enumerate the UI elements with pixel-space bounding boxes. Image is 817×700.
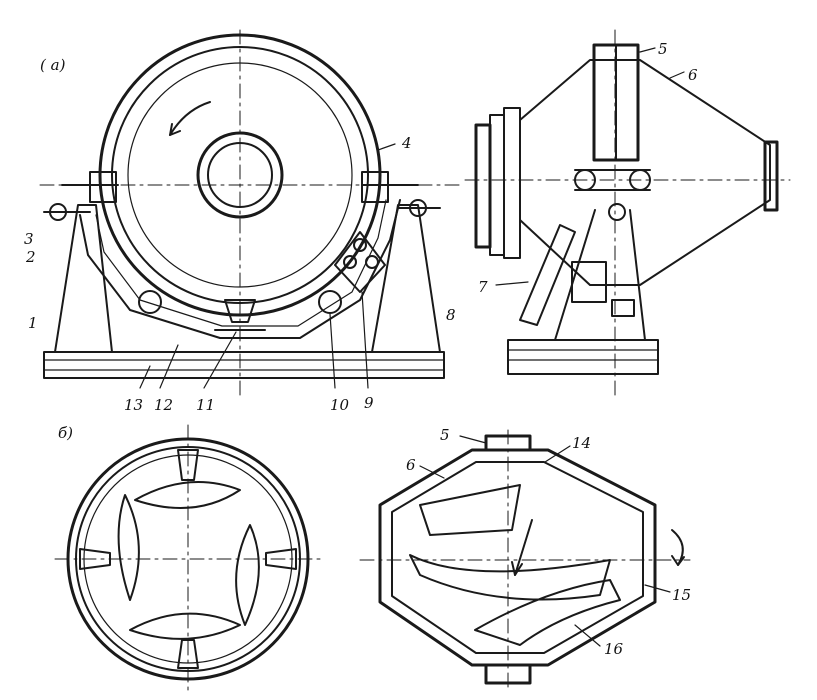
discharge-chute <box>224 299 256 323</box>
side-base <box>507 339 659 375</box>
side-view <box>464 29 791 396</box>
blade-top <box>134 481 241 509</box>
label-8: 8 <box>446 306 456 324</box>
label-4: 4 <box>401 134 412 152</box>
cone-body <box>519 59 771 286</box>
blade-left <box>117 494 140 601</box>
blade-lower <box>474 579 621 646</box>
label-10: 10 <box>330 396 350 414</box>
roller-right <box>318 290 342 314</box>
label-2: 2 <box>25 248 36 266</box>
gearbox <box>334 231 386 293</box>
label-9: 9 <box>364 394 374 412</box>
base-plate <box>43 351 445 379</box>
label-5-bottom: 5 <box>440 426 450 444</box>
motor <box>571 261 607 303</box>
blade-upper <box>419 484 521 536</box>
front-view <box>39 29 461 396</box>
view-label-b: б) <box>58 424 73 442</box>
blade-bottom <box>129 612 241 640</box>
side-stand <box>554 209 646 341</box>
label-15: 15 <box>672 586 691 604</box>
label-14: 14 <box>572 434 591 452</box>
roller-left <box>138 290 162 314</box>
rotation-arrow <box>169 101 211 136</box>
left-stand <box>54 204 113 353</box>
label-11: 11 <box>196 396 215 414</box>
left-trunnion <box>89 171 117 203</box>
label-12: 12 <box>154 396 173 414</box>
right-flange <box>763 140 779 212</box>
long-section-view <box>359 429 691 691</box>
right-stand <box>371 204 441 353</box>
label-5-top: 5 <box>658 40 668 58</box>
label-1: 1 <box>28 314 38 332</box>
label-13: 13 <box>124 396 143 414</box>
blade-right <box>235 524 260 626</box>
section-hull <box>378 448 657 667</box>
label-3: 3 <box>24 230 34 248</box>
cross-section-view <box>54 424 321 696</box>
blade-middle <box>409 554 611 601</box>
label-7: 7 <box>478 278 488 296</box>
view-label-a: ( a) <box>40 56 66 74</box>
right-trunnion <box>361 171 389 203</box>
cradle <box>79 199 401 339</box>
label-6-top: 6 <box>688 66 698 84</box>
left-flange <box>474 123 492 249</box>
label-6-bottom: 6 <box>406 456 416 474</box>
tilt-cylinder <box>519 224 576 326</box>
label-16: 16 <box>604 640 624 658</box>
